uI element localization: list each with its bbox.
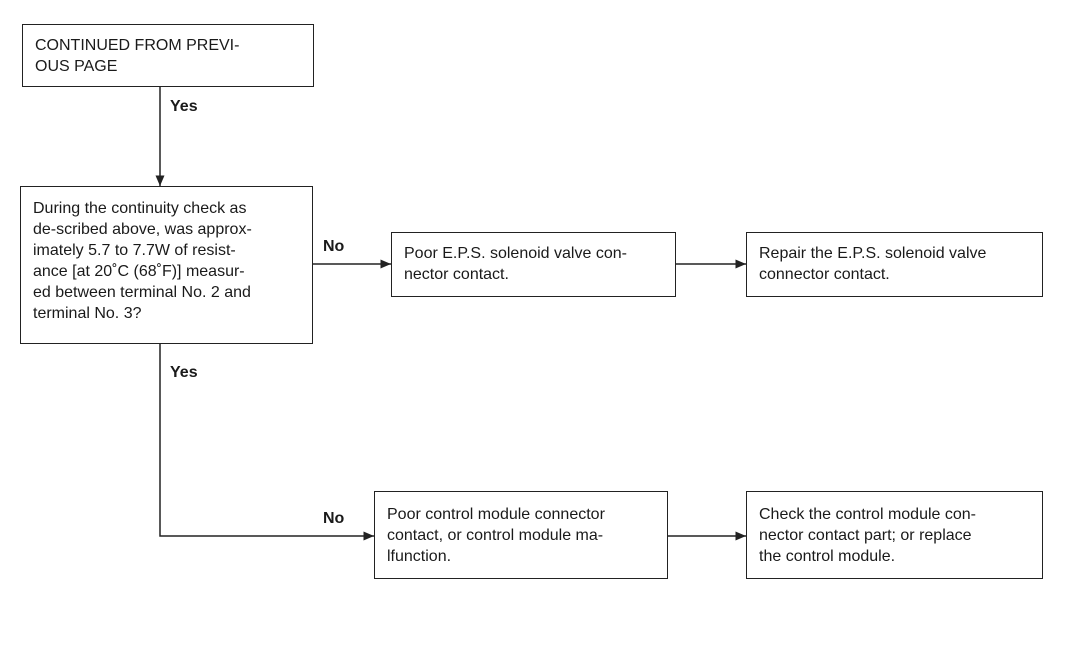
box-text-line: Poor control module connector: [387, 506, 605, 523]
yes-label-top: Yes: [170, 98, 198, 115]
continued-from-previous-page-box: CONTINUED FROM PREVI- OUS PAGE: [22, 24, 314, 87]
solenoid-connector-cause-box: Poor E.P.S. solenoid valve con- nector c…: [391, 232, 676, 297]
no-label-bottom: No: [323, 510, 345, 527]
box-text-line: ance [at 20˚C (68˚F)] measur-: [33, 263, 245, 280]
box-text-line: nector contact.: [404, 266, 509, 283]
no-label-right: No: [323, 238, 345, 255]
box-text-line: During the continuity check as: [33, 200, 247, 217]
control-module-cause-box: Poor control module connector contact, o…: [374, 491, 668, 579]
box-text-line: ed between terminal No. 2 and: [33, 284, 251, 301]
box-text-line: connector contact.: [759, 266, 890, 283]
repair-solenoid-connector-box: Repair the E.P.S. solenoid valve connect…: [746, 232, 1043, 297]
resistance-question-box: During the continuity check as de-scribe…: [20, 186, 313, 344]
box-text-line: lfunction.: [387, 548, 452, 565]
box-text-line: Repair the E.P.S. solenoid valve: [759, 245, 987, 262]
check-control-module-box: Check the control module con- nector con…: [746, 491, 1043, 579]
box-text-line: de-scribed above, was approx-: [33, 221, 252, 238]
box-text-line: imately 5.7 to 7.7W of resist-: [33, 242, 236, 259]
yes-label-mid: Yes: [170, 364, 198, 381]
box-text-line: nector contact part; or replace: [759, 527, 972, 544]
box-text-line: Check the control module con-: [759, 506, 976, 523]
box-text-line: contact, or control module ma-: [387, 527, 604, 544]
box-text-line: Poor E.P.S. solenoid valve con-: [404, 245, 627, 262]
box-text-line: OUS PAGE: [35, 58, 118, 75]
box-text-line: the control module.: [759, 548, 896, 565]
box-text-line: CONTINUED FROM PREVI-: [35, 37, 240, 54]
box-text-line: terminal No. 3?: [33, 305, 142, 322]
arrow-question-to-module-cause: [159, 344, 374, 541]
